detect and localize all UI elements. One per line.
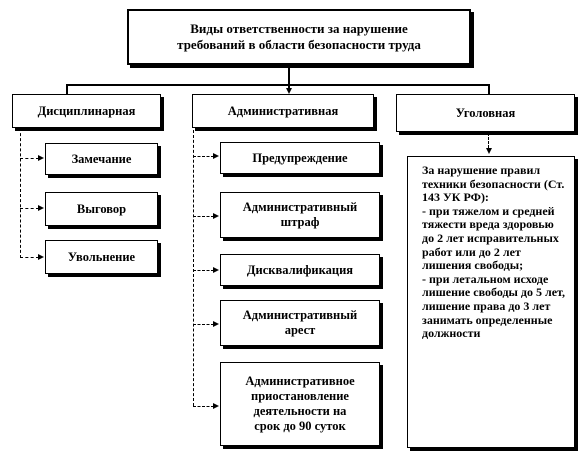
- category-criminal: Уголовная: [396, 94, 575, 132]
- item-administrative-fine: Административный штраф: [220, 192, 380, 238]
- category-administrative: Административная: [192, 94, 374, 128]
- item-remark-label: Замечание: [71, 151, 132, 166]
- arrow-dismissal: [38, 254, 44, 260]
- drop-disciplinary: [66, 84, 68, 94]
- category-disciplinary: Дисциплинарная: [12, 94, 161, 128]
- link-suspension: [193, 406, 214, 407]
- link-arrest: [193, 324, 214, 325]
- category-administrative-label: Административная: [227, 103, 339, 118]
- link-warning: [193, 156, 214, 157]
- item-administrative-suspension-label: Административное приостановление деятель…: [245, 374, 355, 433]
- arrow-criminal-detail: [486, 148, 492, 154]
- item-dismissal-label: Увольнение: [67, 249, 136, 264]
- criminal-detail-text: За нарушение правил техники безопасности…: [422, 163, 566, 341]
- arrow-fine: [213, 213, 219, 219]
- item-administrative-fine-label: Административный штраф: [242, 200, 358, 229]
- link-reprimand: [20, 208, 39, 209]
- item-warning: Предупреждение: [220, 142, 380, 174]
- item-warning-label: Предупреждение: [252, 150, 348, 165]
- administrative-spine: [193, 130, 194, 406]
- link-remark: [20, 158, 39, 159]
- disciplinary-spine: [20, 128, 21, 258]
- root-title: Виды ответственности за нарушение требов…: [177, 21, 421, 52]
- link-disqualification: [193, 270, 214, 271]
- item-reprimand: Выговор: [45, 192, 158, 226]
- category-criminal-label: Уголовная: [455, 105, 516, 120]
- criminal-stem: [488, 133, 489, 148]
- arrow-administrative: [286, 88, 292, 94]
- item-administrative-arrest-label: Административный арест: [242, 308, 358, 337]
- arrow-arrest: [213, 321, 219, 327]
- item-administrative-arrest: Административный арест: [220, 300, 380, 346]
- arrow-suspension: [213, 403, 219, 409]
- arrow-disqualification: [213, 267, 219, 273]
- item-disqualification-label: Дисквалификация: [246, 262, 354, 277]
- arrow-warning: [213, 153, 219, 159]
- criminal-detail-box: За нарушение правил техники безопасности…: [407, 156, 575, 448]
- item-reprimand-label: Выговор: [76, 201, 127, 216]
- root-box: Виды ответственности за нарушение требов…: [127, 9, 471, 65]
- item-administrative-suspension: Административное приостановление деятель…: [220, 362, 380, 446]
- item-dismissal: Увольнение: [45, 240, 158, 274]
- arrow-remark: [38, 155, 44, 161]
- drop-administrative-line: [288, 84, 290, 89]
- link-dismissal: [20, 257, 39, 258]
- category-bus: [66, 84, 490, 86]
- link-fine: [193, 216, 214, 217]
- drop-criminal: [488, 84, 490, 94]
- category-disciplinary-label: Дисциплинарная: [37, 103, 136, 118]
- item-remark: Замечание: [45, 143, 158, 175]
- root-stem: [288, 67, 290, 84]
- arrow-reprimand: [38, 205, 44, 211]
- item-disqualification: Дисквалификация: [220, 254, 380, 286]
